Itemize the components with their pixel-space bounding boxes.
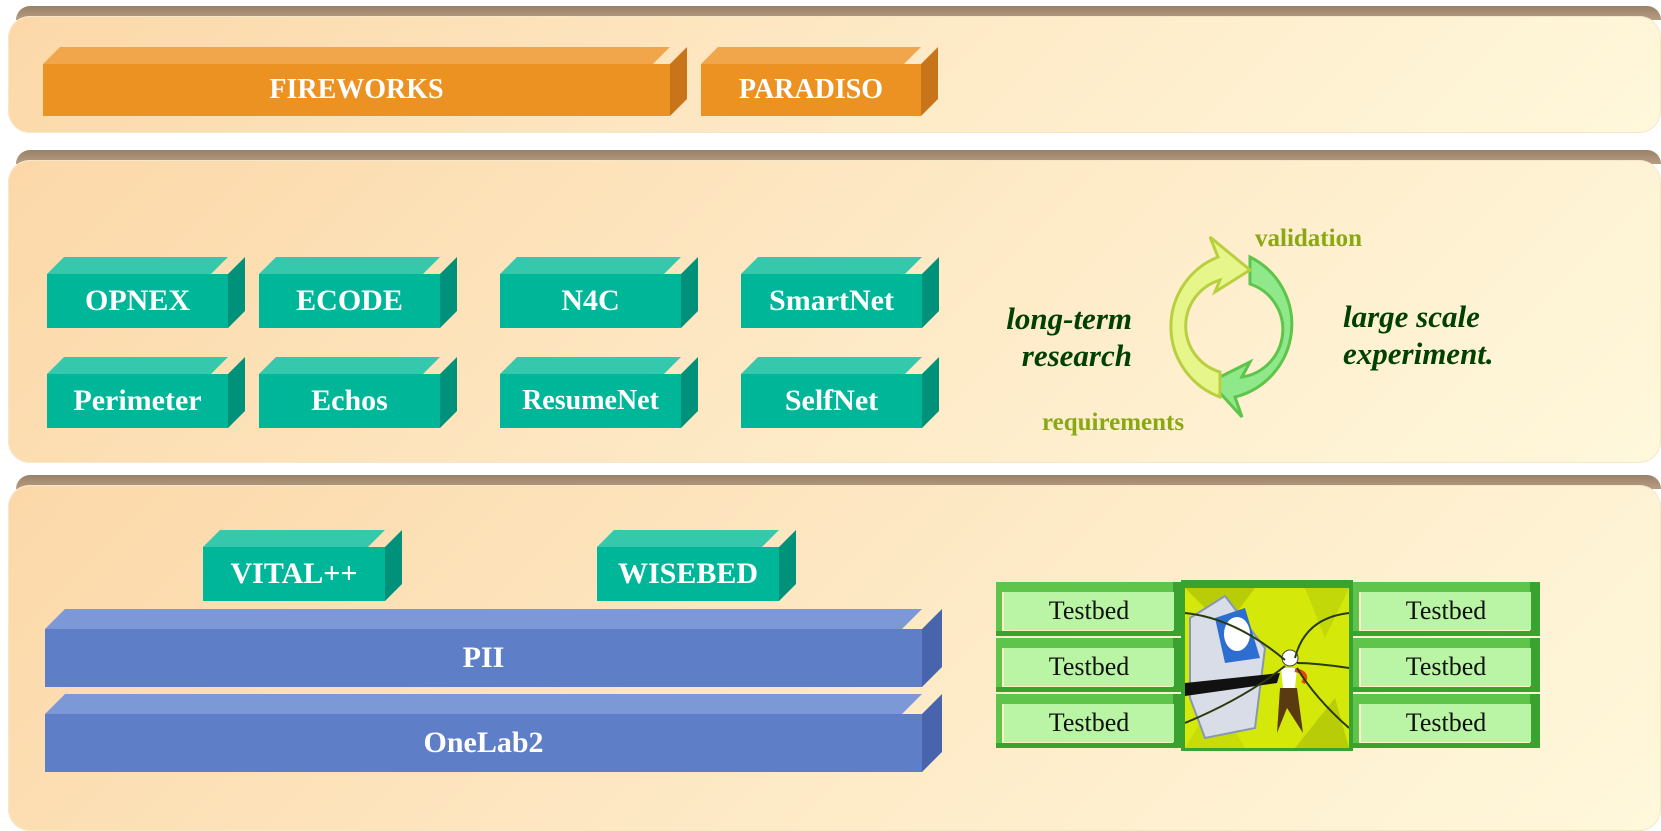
large-scale-experiment-text: large scale experiment.	[1343, 298, 1553, 372]
testbed-label: Testbed	[1361, 592, 1531, 630]
project-box-fireworks: FIREWORKS	[43, 47, 687, 116]
circular-arrows-icon	[1169, 235, 1294, 419]
project-label: VITAL++	[203, 547, 385, 601]
project-label: SmartNet	[741, 274, 922, 328]
validation-label: validation	[1255, 225, 1362, 252]
testbed-box: Testbed	[996, 638, 1183, 692]
bar-label: OneLab2	[45, 714, 922, 772]
project-label: OPNEX	[47, 274, 228, 328]
layer-bar-onelab2: OneLab2	[45, 694, 942, 772]
project-box-selfnet: SelfNet	[741, 357, 939, 428]
project-box-ecode: ECODE	[259, 257, 457, 328]
testbed-label: Testbed	[1004, 592, 1174, 630]
computer-network-illustration	[1185, 588, 1349, 748]
project-label: SelfNet	[741, 374, 922, 428]
testbed-box: Testbed	[996, 694, 1183, 748]
project-box-perimeter: Perimeter	[47, 357, 245, 428]
bar-label: PII	[45, 629, 922, 687]
text-line: long-term	[1006, 301, 1132, 336]
project-box-paradiso: PARADISO	[701, 47, 938, 116]
requirements-label: requirements	[1042, 409, 1185, 436]
project-label: N4C	[500, 274, 681, 328]
layer-bar-pii: PII	[45, 609, 942, 687]
testbed-label: Testbed	[1361, 704, 1531, 742]
text-line: large scale	[1343, 299, 1480, 334]
green-arrow	[1207, 254, 1294, 419]
project-box-smartnet: SmartNet	[741, 257, 939, 328]
project-label: ResumeNet	[500, 374, 681, 428]
yellow-arrow	[1169, 235, 1253, 400]
testbed-label: Testbed	[1004, 704, 1174, 742]
project-box-vital: VITAL++	[203, 530, 402, 601]
project-label: ECODE	[259, 274, 440, 328]
long-term-research-text: long-term research	[1000, 300, 1132, 374]
text-line: research	[1021, 338, 1132, 373]
project-box-echos: Echos	[259, 357, 457, 428]
project-label: Perimeter	[47, 374, 228, 428]
testbed-box: Testbed	[996, 582, 1183, 636]
project-box-opnex: OPNEX	[47, 257, 245, 328]
project-label: PARADISO	[701, 64, 921, 116]
testbed-label: Testbed	[1361, 648, 1531, 686]
testbed-box: Testbed	[1353, 638, 1540, 692]
project-box-wisebed: WISEBED	[597, 530, 796, 601]
project-box-resumenet: ResumeNet	[500, 357, 698, 428]
project-label: WISEBED	[597, 547, 779, 601]
project-box-n4c: N4C	[500, 257, 698, 328]
text-line: experiment.	[1343, 336, 1494, 371]
project-label: FIREWORKS	[43, 64, 670, 116]
testbed-box: Testbed	[1353, 694, 1540, 748]
project-label: Echos	[259, 374, 440, 428]
testbed-cluster: Testbed Testbed Testbed Testbed Testbed …	[996, 580, 1546, 751]
testbed-label: Testbed	[1004, 648, 1174, 686]
testbed-box: Testbed	[1353, 582, 1540, 636]
